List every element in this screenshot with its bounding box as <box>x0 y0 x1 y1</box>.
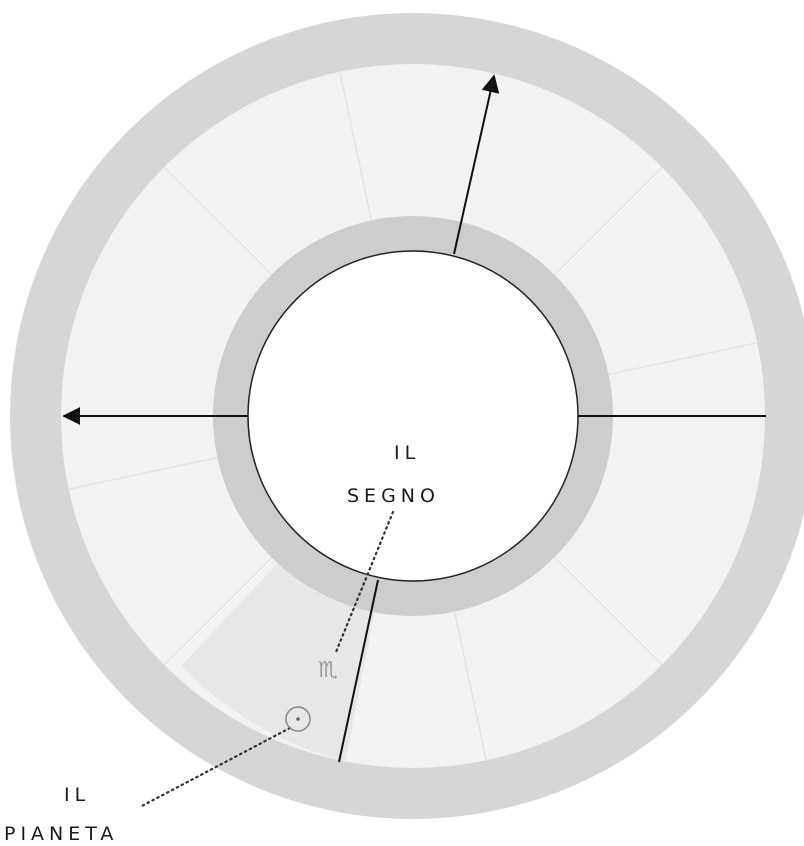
house-divider-line <box>68 456 218 490</box>
house-divider-line <box>608 342 758 376</box>
ic-axis-line <box>338 579 379 763</box>
house-divider-line <box>553 166 663 276</box>
house-divider-line <box>163 556 273 666</box>
house-divider-line <box>453 611 487 761</box>
sign-label-line1: IL <box>394 442 420 464</box>
sign-label-line2: SEGNO <box>347 485 440 507</box>
mc-axis-arrow <box>453 74 500 255</box>
sign-leader-line <box>334 510 395 654</box>
planet-label-line1: IL <box>64 784 90 806</box>
center-disk <box>247 250 579 582</box>
house-divider-line <box>553 556 663 666</box>
house-dividers <box>68 71 758 761</box>
house-divider-line <box>339 71 373 221</box>
scorpio-icon: ♏ <box>318 658 338 683</box>
house-divider-line <box>163 166 273 276</box>
planet-label-line2: PIANETA <box>4 823 118 845</box>
planet-leader-line <box>138 726 292 809</box>
sun-icon <box>285 706 311 732</box>
